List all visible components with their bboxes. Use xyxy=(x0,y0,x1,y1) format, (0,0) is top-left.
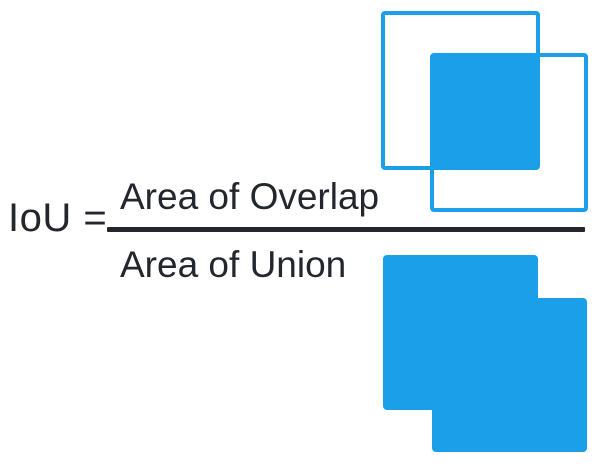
overlap-diagram-svg xyxy=(381,11,588,212)
fraction-bar xyxy=(107,227,585,232)
union-box-b-fill xyxy=(432,298,587,452)
union-diagram-svg xyxy=(383,255,587,452)
union-diagram xyxy=(375,247,595,462)
fraction-numerator-label: Area of Overlap xyxy=(120,176,380,217)
union-shape-fill xyxy=(383,255,587,452)
overlap-intersection-fill xyxy=(432,55,538,168)
fraction-denominator-label: Area of Union xyxy=(120,244,347,285)
iou-label: IoU = xyxy=(8,196,108,240)
overlap-diagram xyxy=(375,5,595,220)
